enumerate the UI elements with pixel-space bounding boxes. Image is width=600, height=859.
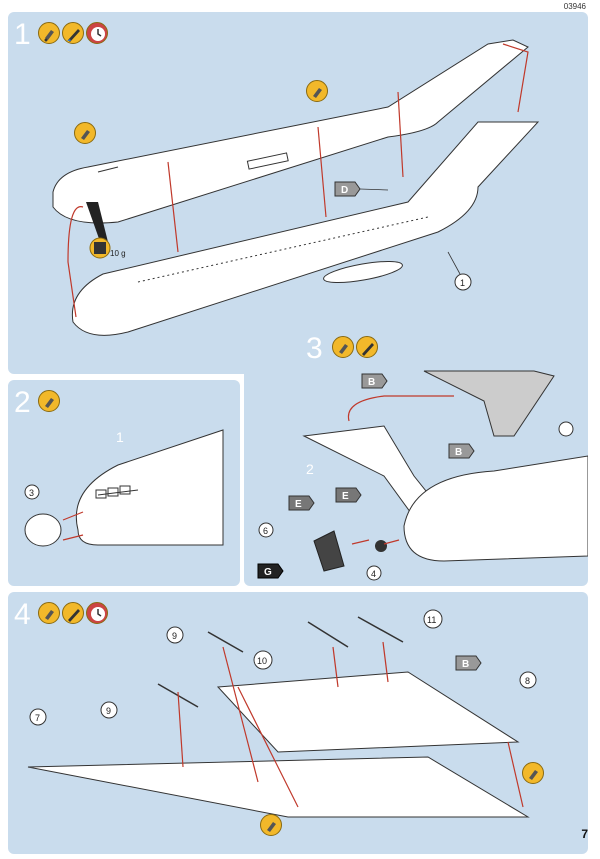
part-9-callout-1: 9 [172,631,177,641]
decal-e-2: E [342,491,349,502]
part-10-callout: 10 [257,656,267,666]
step-4-illustration: 7 8 9 9 10 11 B [27,609,537,818]
decal-b-1: B [368,377,375,388]
step-4-number: 4 [14,598,31,631]
decal-e-1: E [295,499,302,510]
glue-tube-icon [38,602,60,624]
decal-g: G [264,567,272,578]
glue-tube-icon [260,814,282,836]
step-1-number: 1 [14,18,31,51]
glue-amount: 10 g [110,249,126,258]
decal-b-3: B [462,659,469,670]
document-number: 03946 [563,2,586,11]
clock-icon [86,22,108,44]
page-number: 7 [581,827,588,841]
part-11-callout: 11 [427,615,436,625]
paint-brush-icon [356,336,378,358]
decal-d: D [341,185,348,196]
step-2-illustration: 3 1 [24,429,224,547]
part-1-callout: 1 [460,278,465,288]
glue-tube-icon [332,336,354,358]
step-3-panel: 3 B B E E G 6 4 2 [244,326,588,586]
part-8-callout: 8 [525,676,530,686]
glue-tube-icon [74,122,96,144]
step-3-number: 3 [306,332,323,365]
part-1-label: 1 [116,429,124,445]
decal-b-2: B [455,447,462,458]
part-9-callout-2: 9 [106,706,111,716]
step-3-illustration: B B E E G 6 4 2 [257,370,588,581]
part-4-callout: 4 [371,569,376,579]
part-2-label: 2 [306,461,314,477]
glue-tube-icon [306,80,328,102]
part-7-callout: 7 [35,713,40,723]
step-4-panel: 4 7 8 9 9 10 11 B [8,592,588,854]
step-1-panel: 1 10 g D 1 [8,12,588,374]
part-5-callout: 6 [263,526,268,536]
glue-tube-icon [522,762,544,784]
step-2-panel: 2 3 1 [8,380,240,586]
part-3-callout: 3 [29,488,34,498]
paint-brush-icon [62,22,84,44]
glue-tube-icon [38,22,60,44]
step-2-number: 2 [14,386,31,419]
step-1-illustration: 10 g D 1 [52,39,540,336]
glue-tube-icon [38,390,60,412]
clock-icon [86,602,108,624]
paint-brush-icon [62,602,84,624]
